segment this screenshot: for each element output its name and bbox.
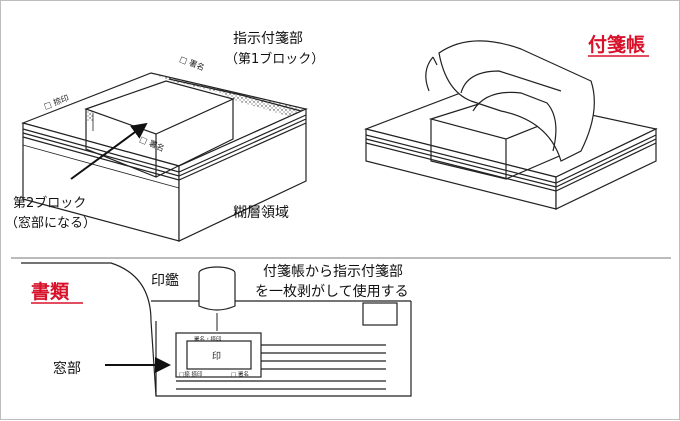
document-illustration bbox=[21, 262, 412, 397]
card-seal-mark: 印 bbox=[212, 350, 221, 362]
stamp-top-upper: □ 署名 bbox=[178, 54, 206, 73]
seal-label: 印鑑 bbox=[151, 272, 179, 289]
indicator-label-line1: 指示付箋部 bbox=[233, 31, 303, 47]
card-footer-right: □ 署名 bbox=[231, 370, 249, 378]
window-pointer-arrow bbox=[70, 122, 148, 180]
instruction-line2: を一枚剥がして使用する bbox=[255, 283, 409, 300]
indicator-label-line2: （第1ブロック） bbox=[225, 51, 324, 67]
window-part-label: 窓部 bbox=[53, 360, 81, 377]
window-label-line1: 第2ブロック bbox=[13, 195, 86, 211]
sticky-pad-title: 付箋帳 bbox=[588, 33, 645, 56]
card-footer-left: □捺 捺印 bbox=[179, 370, 203, 378]
document-title: 書類 bbox=[31, 281, 70, 303]
glue-layer-label: 糊層領域 bbox=[233, 204, 289, 221]
peeling-pad-diagram bbox=[364, 40, 658, 210]
instruction-line1: 付箋帳から指示付箋部 bbox=[263, 264, 403, 280]
card-header: 署名・捺印 bbox=[194, 335, 222, 343]
sticky-pad-block-diagram bbox=[21, 72, 308, 242]
window-label-line2: （窓部になる） bbox=[5, 215, 96, 231]
